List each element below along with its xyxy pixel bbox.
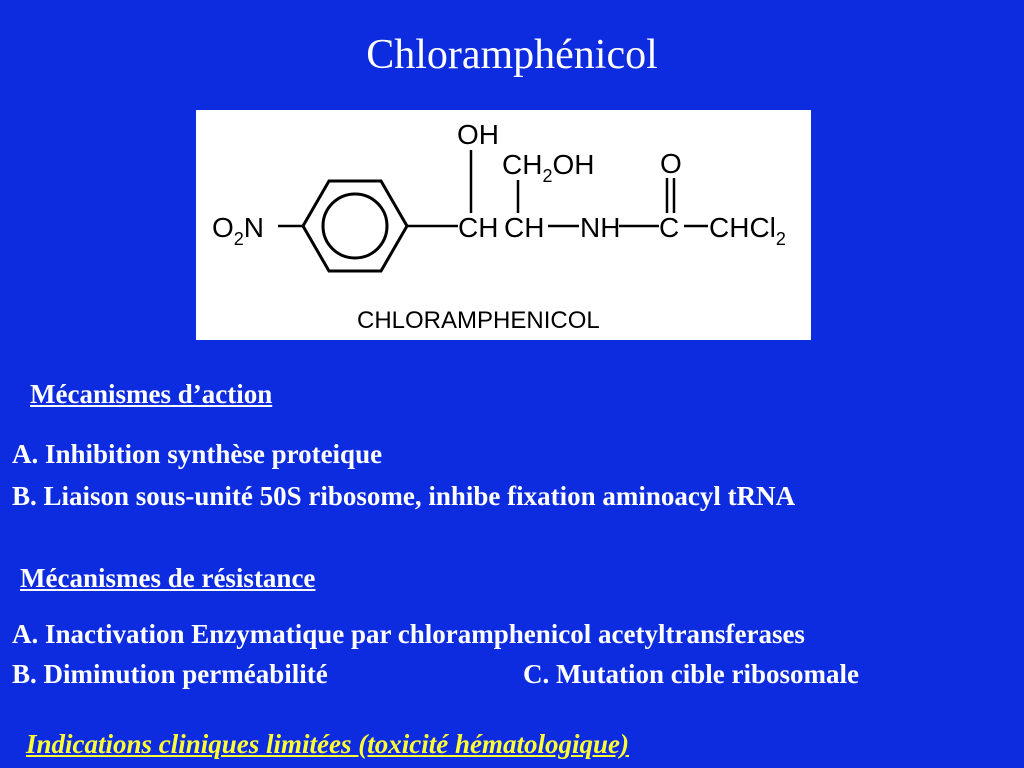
action-item-b: B. Liaison sous-unité 50S ribosome, inhi… (12, 481, 796, 511)
heading-mechanisms-action: Mécanismes d’action (30, 379, 273, 409)
label-o2n: O2N (212, 212, 264, 249)
label-chcl2: CHCl2 (709, 212, 786, 249)
heading-mechanisms-resistance: Mécanismes de résistance (20, 563, 316, 593)
chemical-structure-diagram: O2N OH CH2OH O CH CH NH C CHCl2 CHLORAMP… (212, 119, 786, 334)
resistance-item-a: A. Inactivation Enzymatique par chloramp… (12, 619, 805, 649)
label-nh: NH (580, 212, 620, 243)
label-ch-right: CH (504, 212, 544, 243)
structure-caption: CHLORAMPHENICOL (357, 307, 600, 334)
chemical-structure-figure: O2N OH CH2OH O CH CH NH C CHCl2 CHLORAMP… (196, 110, 811, 340)
aromatic-circle (321, 192, 389, 260)
action-item-a: A. Inhibition synthèse proteique (12, 439, 383, 469)
clinical-indications-note: Indications cliniques limitées (toxicité… (26, 729, 629, 759)
label-ch2oh: CH2OH (502, 149, 594, 186)
label-c: C (659, 212, 679, 243)
slide-title: Chloramphénicol (366, 32, 658, 78)
resistance-item-b: B. Diminution perméabilité (12, 659, 328, 689)
label-ch-left: CH (458, 212, 498, 243)
resistance-item-c: C. Mutation cible ribosomale (523, 659, 859, 689)
label-oh-top: OH (457, 119, 499, 150)
label-carbonyl-o: O (660, 148, 682, 179)
